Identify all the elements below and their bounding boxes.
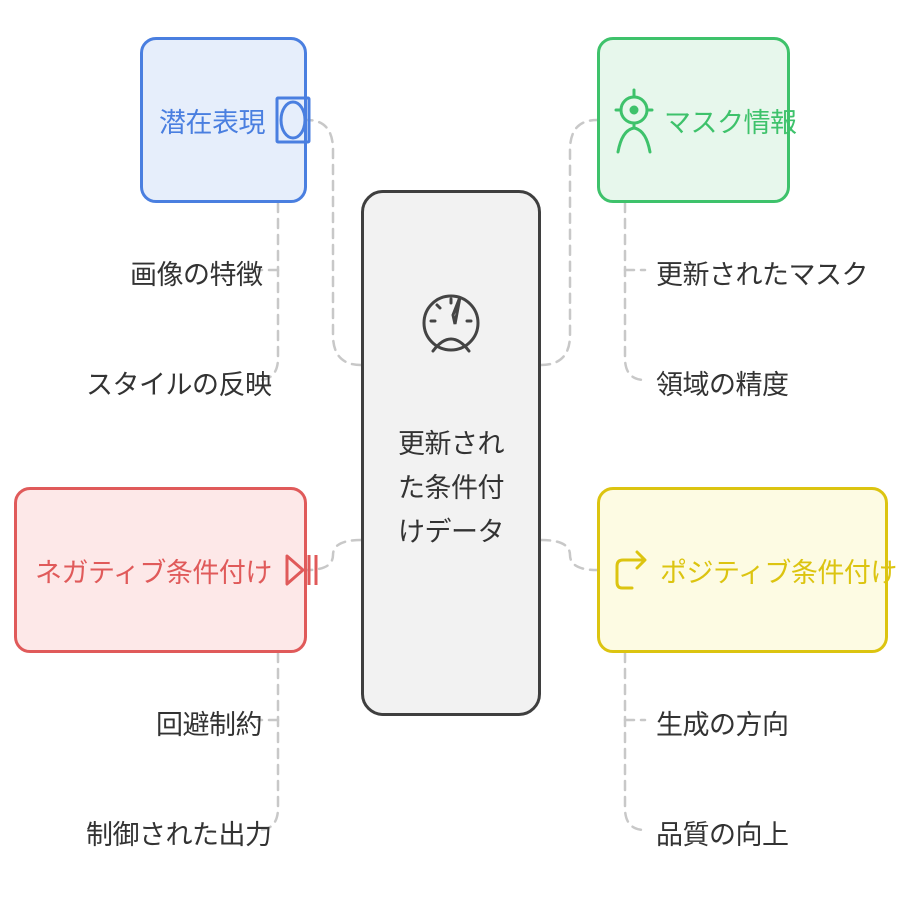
positive-leaf-1: 生成の方向 [656,710,789,741]
negative-leaf-1: 回避制約 [156,710,263,741]
negative-node: ネガティブ条件付け [14,487,318,653]
latent-node: 潜在表現 [140,37,311,203]
skip-icon [284,552,320,588]
redo-arrow-icon [614,548,648,592]
mask-node: マスク情報 [597,37,797,203]
positive-leaf-2: 品質の向上 [656,820,789,851]
mask-leaf-2: 領域の精度 [656,370,789,401]
gauge-icon [422,294,480,353]
negative-label: ネガティブ条件付け [35,557,272,589]
center-node: 更新された条件付けデータ [361,190,541,716]
mask-leaf-1: 更新されたマスク [656,260,869,291]
latent-label: 潜在表現 [159,107,266,139]
target-person-icon [614,84,654,156]
negative-leaf-2: 制御された出力 [86,820,272,851]
latent-leaf-2: スタイルの反映 [86,370,272,401]
mask-label: マスク情報 [664,107,797,139]
latent-leaf-1: 画像の特徴 [130,260,263,291]
positive-label: ポジティブ条件付け [660,557,897,589]
positive-node: ポジティブ条件付け [597,487,897,653]
frame-icon [275,96,311,144]
center-title: 更新された条件付けデータ [398,429,505,548]
